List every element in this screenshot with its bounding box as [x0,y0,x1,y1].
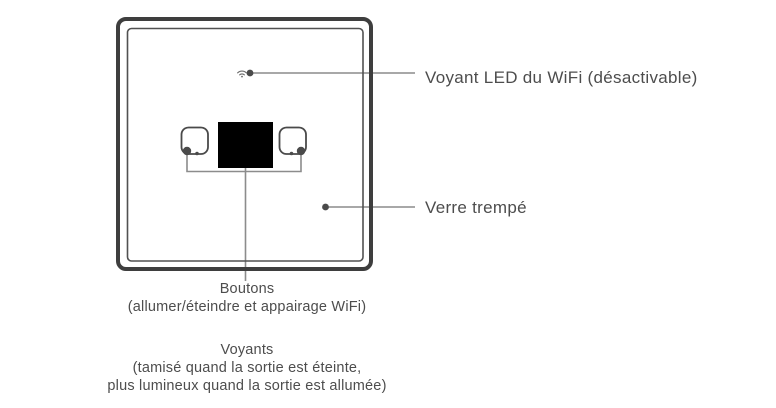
device-outer-frame [116,17,373,271]
tempered-glass-label: Verre trempé [425,198,527,217]
indicators-sublabel-line2: plus lumineux quand la sortie est allumé… [107,378,387,394]
buttons-sublabel: (allumer/éteindre et appairage WiFi) [127,299,367,315]
buttons-label: Boutons [219,281,275,297]
display-window [218,122,273,168]
right-button-small-led-icon [289,151,294,156]
indicators-label: Voyants [220,342,274,358]
wifi-icon [237,70,247,78]
buttons-label-block: Boutons (allumer/éteindre et appairage W… [0,280,494,316]
wifi-led-label: Voyant LED du WiFi (désactivable) [425,68,698,87]
callout-dot-tempered-glass [322,203,329,211]
callout-dot-wifi-led [246,69,254,77]
indicators-sublabel-line1: (tamisé quand la sortie est éteinte, [132,360,362,376]
indicators-label-block: Voyants (tamisé quand la sortie est étei… [0,341,494,395]
left-button-led-icon [182,146,192,156]
device-inner-bezel [126,27,364,262]
right-button-led-icon [296,146,306,156]
left-button-small-led-icon [195,151,199,156]
callout-bracket-buttons [186,154,302,173]
